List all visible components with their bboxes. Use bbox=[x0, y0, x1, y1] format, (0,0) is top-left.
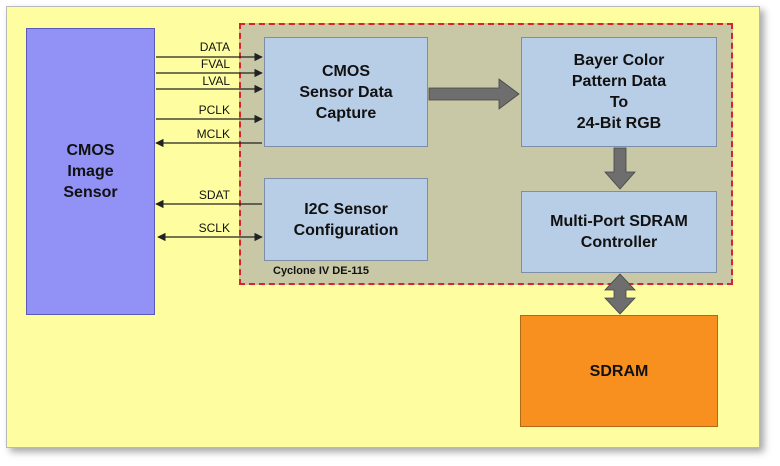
signal-label-sclk: SCLK bbox=[198, 221, 230, 235]
signal-label-lval: LVAL bbox=[202, 74, 230, 88]
signal-label-mclk: MCLK bbox=[196, 127, 230, 141]
fpga-label: Cyclone IV DE-115 bbox=[273, 265, 369, 277]
bus-arrow-capture-to-bayer bbox=[428, 78, 520, 110]
sensor-data-capture-block: CMOS Sensor Data Capture bbox=[264, 37, 428, 147]
signal-label-fval: FVAL bbox=[200, 57, 230, 71]
signal-label-data: DATA bbox=[199, 40, 230, 54]
cmos-image-sensor-block: CMOS Image Sensor bbox=[26, 28, 155, 315]
sdram-controller-block: Multi-Port SDRAM Controller bbox=[521, 191, 717, 273]
signal-label-sdat: SDAT bbox=[198, 188, 230, 202]
bus-arrow-controller-sdram bbox=[604, 273, 636, 315]
bus-arrow-bayer-to-controller bbox=[604, 147, 636, 190]
signal-label-pclk: PCLK bbox=[198, 103, 230, 117]
sdram-block: SDRAM bbox=[520, 315, 718, 427]
bayer-to-rgb-block: Bayer Color Pattern Data To 24-Bit RGB bbox=[521, 37, 717, 147]
i2c-sensor-configuration-block: I2C Sensor Configuration bbox=[264, 178, 428, 261]
